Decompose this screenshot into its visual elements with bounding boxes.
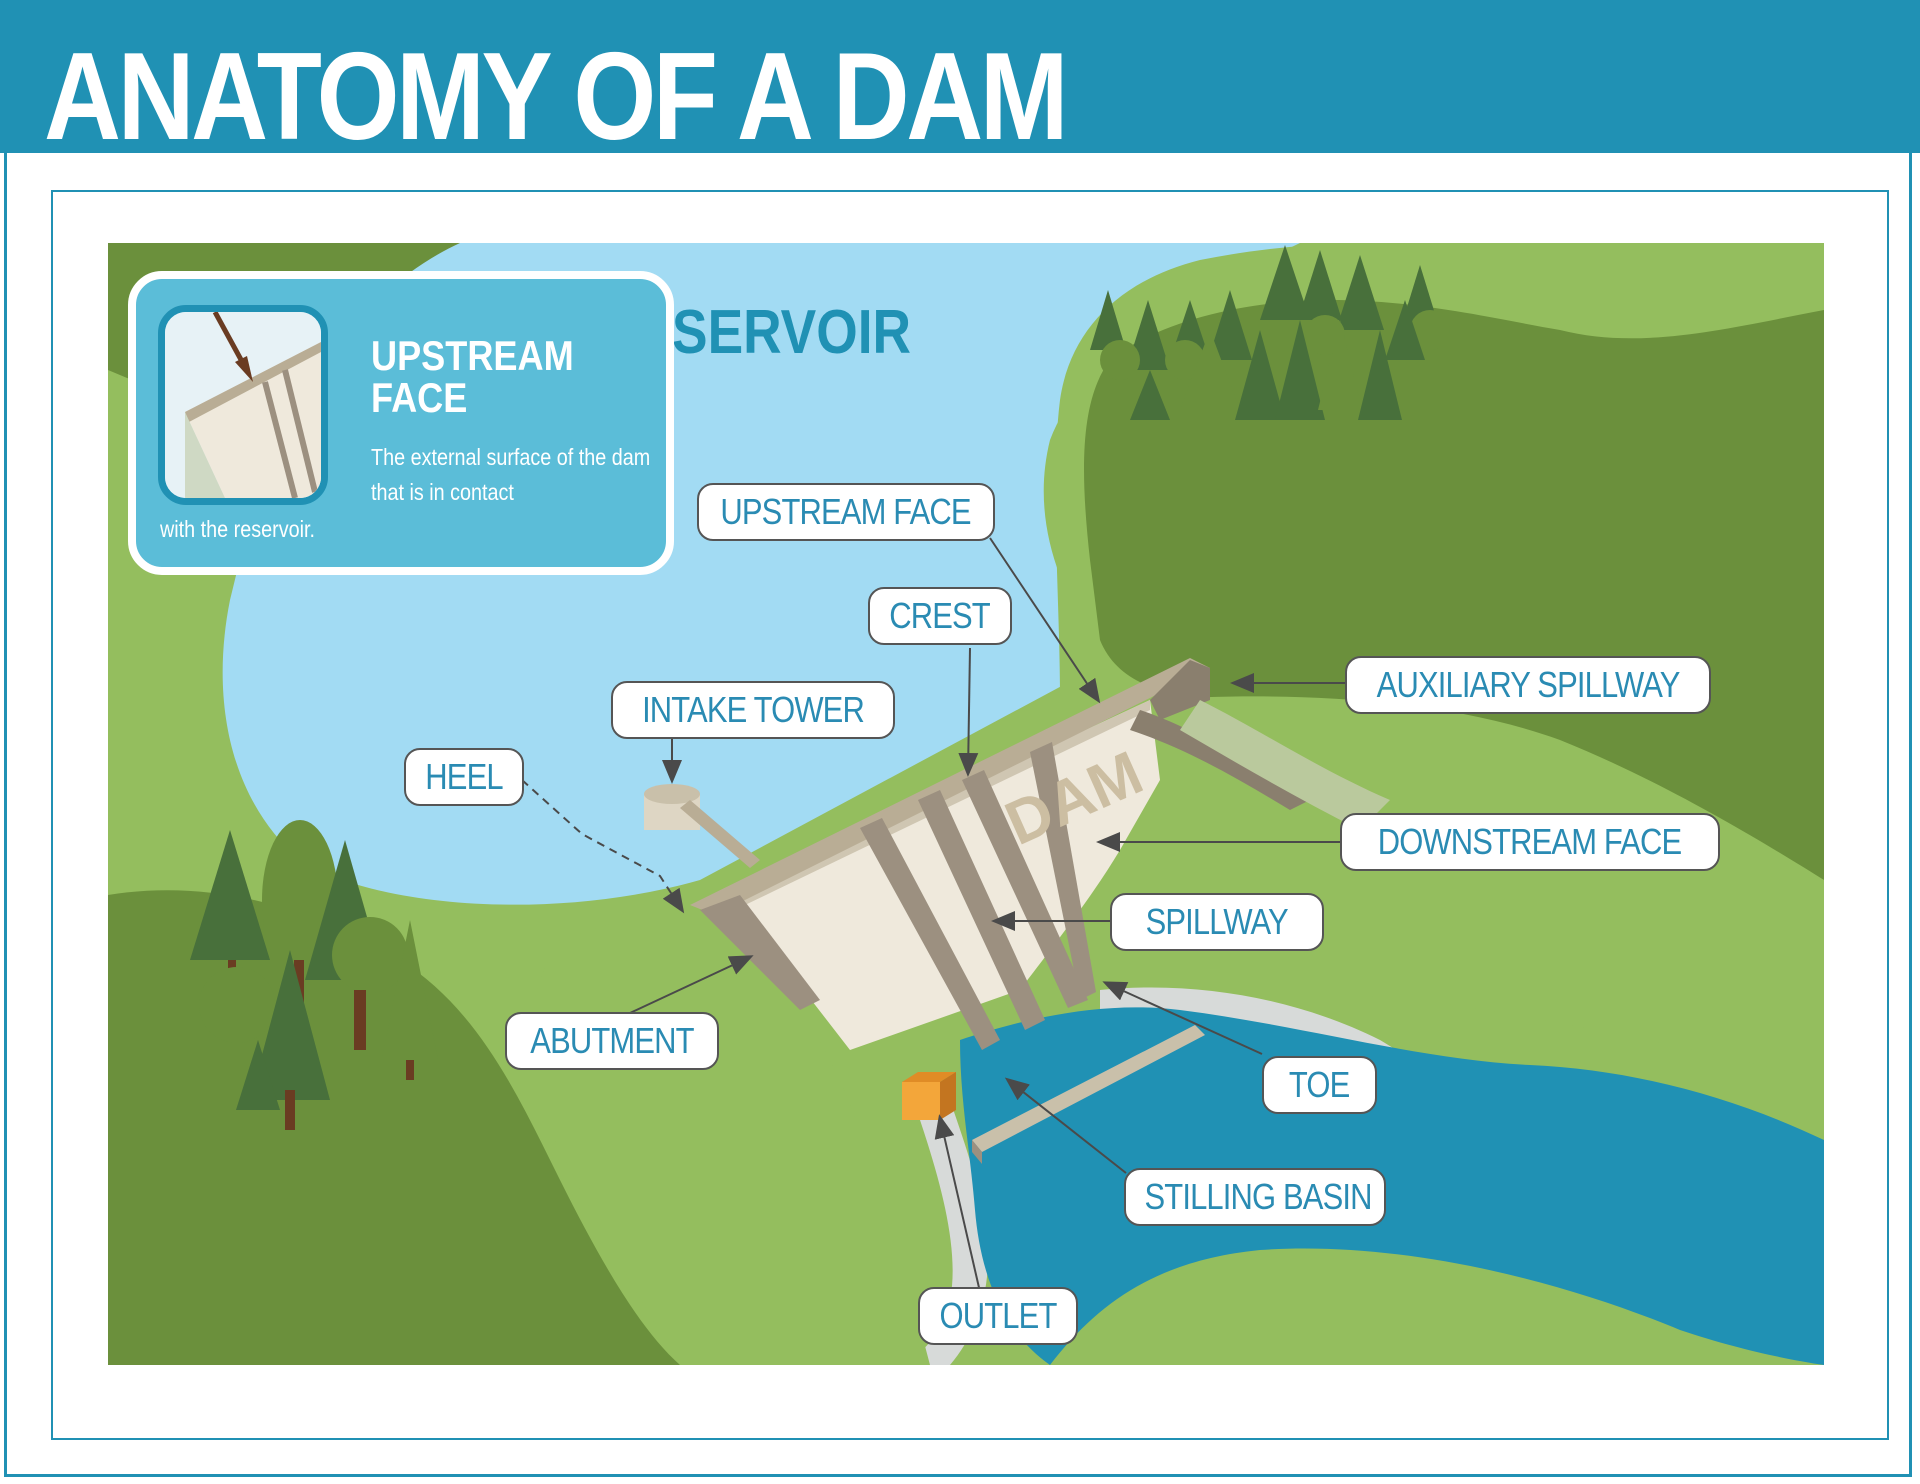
dam-structure: DAM	[644, 658, 1390, 1164]
callout-heel: HEEL	[404, 748, 524, 806]
callout-spillway: SPILLWAY	[1110, 893, 1324, 951]
leader-outlet	[934, 1114, 981, 1293]
info-card-title: UPSTREAM FACE	[371, 335, 574, 419]
leader-crest	[958, 647, 979, 777]
info-card-description: The external surface of the dam that is …	[371, 444, 651, 505]
leader-heel	[521, 779, 685, 914]
info-card-description-end: with the reservoir.	[160, 516, 316, 542]
hill-right-dark	[1084, 300, 1824, 880]
upstream-face-arrow-icon	[212, 312, 248, 369]
leader-upstream-face	[989, 537, 1101, 704]
callout-intake-tower: INTAKE TOWER	[611, 681, 895, 739]
leader-toe	[1102, 981, 1263, 1055]
lake-bank	[1050, 1248, 1824, 1365]
outlet-building	[902, 1082, 940, 1120]
outer-frame	[4, 153, 1912, 1477]
leader-lines	[521, 537, 1348, 1293]
callout-crest: CREST	[868, 587, 1012, 645]
callout-auxiliary-spillway: AUXILIARY SPILLWAY	[1345, 656, 1711, 714]
callout-abutment: ABUTMENT	[505, 1012, 719, 1070]
callout-outlet: OUTLET	[918, 1287, 1078, 1345]
info-card: UPSTREAM FACE The external surface of th…	[128, 271, 674, 575]
callout-upstream-face: UPSTREAM FACE	[697, 483, 995, 541]
page-title: ANATOMY OF A DAM	[44, 28, 1069, 166]
leader-stilling-basin	[1004, 1077, 1127, 1174]
callout-downstream-face: DOWNSTREAM FACE	[1340, 813, 1720, 871]
info-title-line1: UPSTREAM	[371, 332, 574, 379]
inner-frame	[51, 190, 1889, 1440]
trees-right	[1090, 245, 1450, 420]
callout-stilling-basin: STILLING BASIN	[1124, 1168, 1386, 1226]
info-title-line2: FACE	[371, 374, 468, 421]
upstream-face-thumbnail	[158, 305, 328, 505]
title-banner	[0, 0, 1920, 153]
reservoir-label: SERVOIR	[672, 298, 912, 367]
callout-toe: TOE	[1262, 1056, 1377, 1114]
trees-left	[190, 820, 438, 1130]
